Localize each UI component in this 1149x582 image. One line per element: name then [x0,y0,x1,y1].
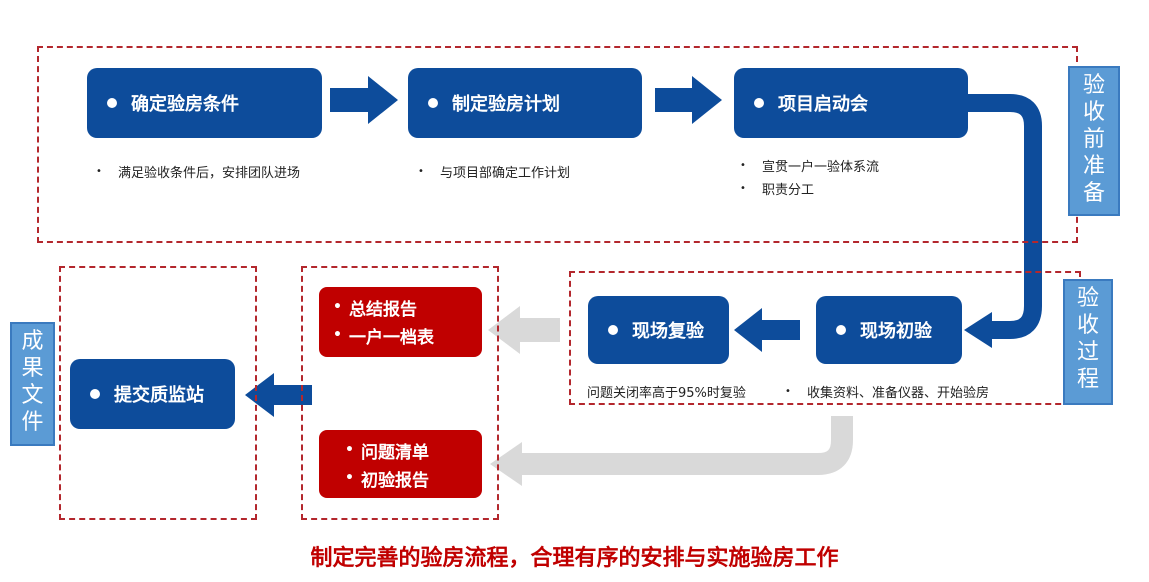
output-item: • 问题清单 [345,442,429,463]
bullet-dot [754,98,764,108]
arrow-right-2 [655,76,722,124]
phase-label-result-files: 成 果 文 件 [10,322,55,446]
step-submit: 提交质监站 [70,359,235,429]
arrow-gray-bend [520,416,853,475]
note-kickoff-2: • 职责分工 [740,183,815,198]
result-region [59,266,257,520]
note-confirm-conditions: • 满足验收条件后，安排团队进场 [96,166,301,181]
step-kickoff: 项目启动会 [734,68,968,138]
arrow-bend-down [966,94,1042,339]
note-re-inspection: 问题关闭率高于95%时复验 [587,386,746,401]
bullet-dot [107,98,117,108]
step-initial-inspection: 现场初验 [816,296,962,364]
step-confirm-conditions: 确定验房条件 [87,68,322,138]
footer-title: 制定完善的验房流程，合理有序的安排与实施验房工作 [310,546,839,571]
note-make-plan: • 与项目部确定工作计划 [418,166,571,181]
note-initial-inspection: • 收集资料、准备仪器、开始验房 [785,386,990,401]
arrow-left-2 [245,373,312,417]
note-kickoff-1: • 宣贯一户一验体系流 [740,160,880,175]
phase-label-acceptance-process: 验 收 过 程 [1063,279,1113,405]
bullet-dot [608,325,618,335]
output-region [301,266,499,520]
arrow-right-1 [330,76,398,124]
bullet-dot [428,98,438,108]
output-item: • 一户一档表 [333,327,434,348]
output-box-issues: • 问题清单 • 初验报告 [319,430,482,498]
arrow-gray-head [490,442,522,486]
arrow-left-1 [734,308,800,352]
phase-label-pre-acceptance: 验 收 前 准 备 [1068,66,1120,216]
arrow-gray-1 [488,306,560,354]
output-item: • 总结报告 [333,299,417,320]
arrow-bend-head [964,312,992,348]
bullet-dot [836,325,846,335]
output-item: • 初验报告 [345,470,429,491]
step-make-plan: 制定验房计划 [408,68,642,138]
output-box-summary: • 总结报告 • 一户一档表 [319,287,482,357]
step-re-inspection: 现场复验 [588,296,729,364]
bullet-dot [90,389,100,399]
